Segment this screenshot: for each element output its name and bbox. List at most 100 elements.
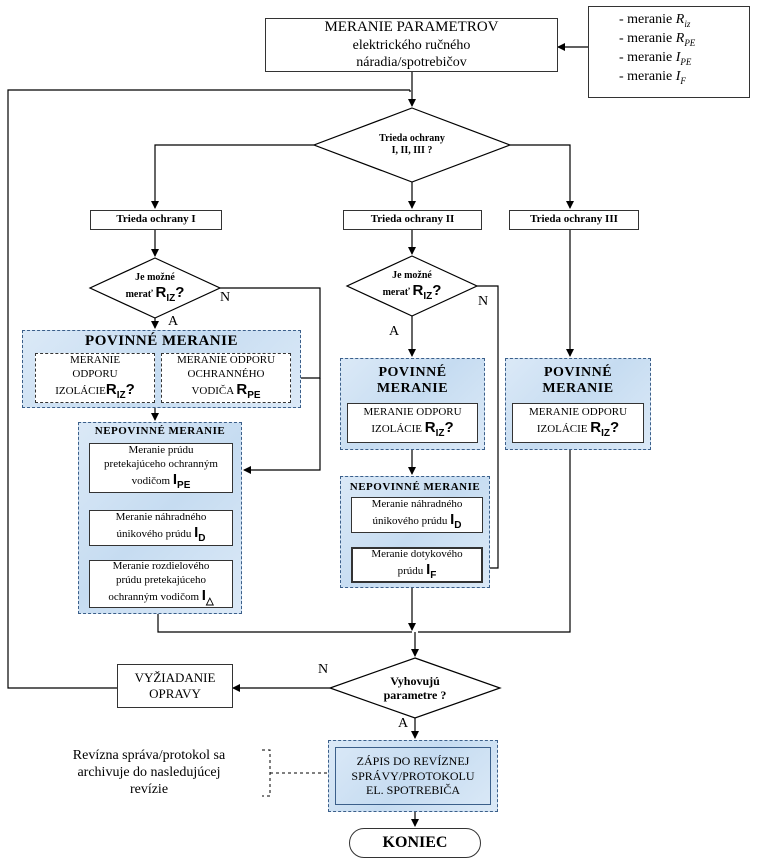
mandatory-panel-3-title-l1: POVINNÉ (543, 365, 613, 380)
measure-if-box: Meranie dotykového prúdu IF (351, 547, 483, 583)
riz-symbol-q: ? (444, 419, 454, 437)
measure-riz-box-2: MERANIE ODPORU IZOLÁCIE RIZ? (347, 403, 478, 443)
repair-box: VYŽIADANIE OPRAVY (117, 664, 233, 708)
measure-idelta-l1: Meranie rozdielového (112, 560, 210, 573)
measure-riz-1-l1: MERANIE (69, 354, 121, 367)
end-label: KONIEC (382, 834, 448, 852)
if-symbol-sub: F (430, 570, 437, 582)
measure-riz-box-3: MERANIE ODPORU IZOLÁCIE RIZ? (512, 403, 644, 443)
label-no-1: N (220, 290, 231, 305)
measure-id-1-l1: Meranie náhradného (115, 510, 207, 523)
archive-note: Revízna správa/protokol sa archivuje do … (42, 748, 256, 798)
start-line2: elektrického ručného (352, 37, 471, 53)
measure-riz-3-l2-text: IZOLÁCIE (536, 423, 588, 436)
mandatory-panel-2: POVINNÉ MERANIE MERANIE ODPORU IZOLÁCIE … (340, 358, 485, 450)
riz-symbol-letter: R (590, 419, 602, 437)
measure-riz-3-l1: MERANIE ODPORU (528, 405, 628, 418)
measure-if-l2: prúdu IF (398, 561, 437, 582)
label-yes-3: A (398, 716, 409, 731)
measure-rpe-l2: OCHRANNÉHO (187, 367, 265, 380)
ipe-symbol-letter: I (172, 470, 178, 488)
measure-ipe-l2: pretekajúceho ochranným (104, 457, 218, 470)
idelta-symbol-sub: △ (205, 595, 214, 607)
archive-note-l3: revízie (129, 781, 169, 797)
legend-item: - meranie IPE (619, 49, 749, 68)
measure-rpe-l3: VODIČA RPE (191, 381, 260, 402)
legend-sub: F (680, 75, 686, 86)
ipe-symbol: IPE (172, 470, 191, 491)
repair-l2: OPRAVY (149, 686, 201, 701)
measure-riz-1-l2: ODPORU (72, 367, 118, 380)
measure-if-l2-text: prúdu (397, 565, 424, 578)
riz-symbol-q: ? (175, 283, 185, 301)
legend-var: R (675, 12, 685, 27)
measure-id-1-l2-text: únikového prúdu (116, 528, 192, 541)
idelta-symbol: I△ (202, 587, 214, 607)
label-no-3: N (318, 662, 329, 677)
label-no-2: N (478, 294, 489, 309)
mandatory-panel-1-title: POVINNÉ MERANIE (85, 333, 238, 349)
riz-symbol-letter: R (412, 281, 424, 299)
measure-if-l1: Meranie dotykového (371, 547, 463, 560)
measure-id-1-l2: únikového prúdu ID (116, 524, 205, 545)
record-l2: SPRÁVY/PROTOKOLU (351, 768, 475, 783)
repair-l1: VYŽIADANIE (134, 670, 216, 686)
mandatory-panel-3-title-l2: MERANIE (542, 381, 614, 397)
label-yes-2: A (389, 324, 400, 339)
decision-riz-2: Je možné merať RIZ? (367, 268, 457, 304)
decision-riz-2-line2: merať RIZ? (383, 282, 442, 303)
legend-sub: iz (684, 18, 691, 29)
decision-class-line2: I, II, III ? (391, 145, 433, 156)
measure-id-2-l1: Meranie náhradného (371, 497, 463, 510)
legend-prefix: - meranie (619, 69, 676, 85)
riz-symbol-q: ? (432, 281, 442, 299)
id-symbol-letter: I (450, 511, 455, 529)
riz-symbol: RIZ? (412, 281, 442, 302)
legend-sub: PE (684, 37, 696, 48)
decision-riz-2-verb: merať (382, 286, 410, 298)
legend-box: - meranie Riz- meranie RPE- meranie IPE-… (588, 6, 750, 98)
riz-symbol: RIZ? (106, 380, 135, 401)
start-line3: náradia/spotrebičov (356, 55, 467, 71)
decision-class-line1: Trieda ochrany (379, 133, 445, 144)
riz-symbol-sub: IZ (116, 389, 126, 401)
measure-ipe-box: Meranie prúdu pretekajúceho ochranným vo… (89, 443, 233, 493)
measure-riz-2-l2-text: IZOLÁCIE (371, 423, 423, 436)
rpe-symbol-sub: PE (247, 389, 261, 401)
start-title: MERANIE PARAMETROV (324, 19, 499, 36)
decision-riz-1: Je možné merať RIZ? (110, 270, 200, 306)
measure-riz-1-l3: IZOLÁCIERIZ? (55, 381, 135, 402)
measure-riz-1-l3-text: IZOLÁCIE (55, 384, 106, 397)
if-symbol: IF (426, 561, 437, 582)
legend-var: I (675, 50, 681, 66)
riz-symbol-q: ? (610, 419, 620, 437)
id-symbol: ID (450, 511, 461, 531)
class2-label: Trieda ochrany II (370, 213, 455, 226)
legend-var: I (675, 69, 681, 85)
archive-note-l1: Revízna správa/protokol sa (72, 748, 226, 763)
measure-riz-2-l1: MERANIE ODPORU (363, 405, 462, 418)
measure-riz-3-l2: IZOLÁCIE RIZ? (537, 419, 619, 440)
mandatory-panel-2-title: POVINNÉ MERANIE (341, 365, 484, 397)
measure-riz-2-l2: IZOLÁCIE RIZ? (371, 419, 453, 440)
measure-id-box-1: Meranie náhradného únikového prúdu ID (89, 510, 233, 546)
id-symbol-letter: I (194, 524, 199, 542)
legend-item: - meranie Riz (619, 11, 749, 30)
measure-idelta-l3: ochranným vodičom I△ (108, 587, 213, 608)
class2-box: Trieda ochrany II (343, 210, 482, 230)
decision-ok-l2: parametre ? (383, 688, 447, 702)
class3-box: Trieda ochrany III (509, 210, 639, 230)
class1-box: Trieda ochrany I (90, 210, 222, 230)
label-yes-1: A (168, 314, 179, 329)
legend-item: - meranie IF (619, 68, 749, 87)
riz-symbol-letter: R (155, 283, 167, 301)
riz-symbol-q: ? (125, 380, 135, 398)
legend-item: - meranie RPE (619, 30, 749, 49)
decision-riz-1-line2: merať RIZ? (126, 284, 185, 305)
riz-symbol-letter: R (424, 419, 436, 437)
legend-prefix: - meranie (619, 50, 676, 66)
legend-prefix: - meranie (619, 12, 676, 27)
measure-ipe-l3-text: vodičom (131, 474, 171, 487)
ipe-symbol-sub: PE (177, 479, 191, 491)
